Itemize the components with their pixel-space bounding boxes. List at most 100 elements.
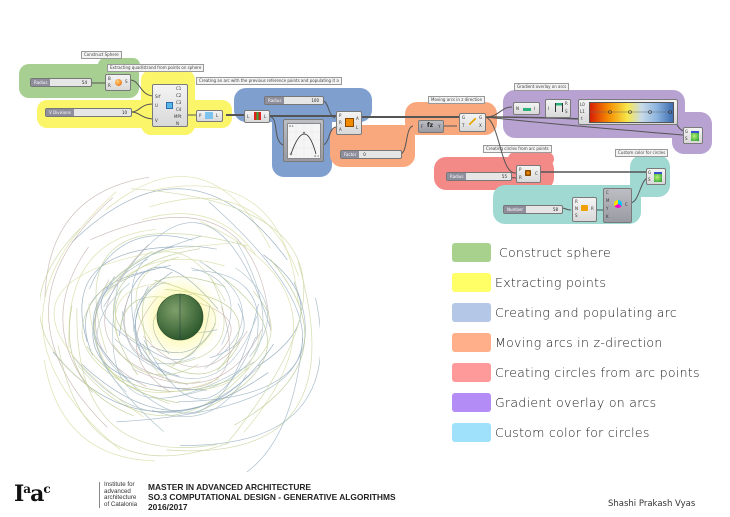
port-C3: C3 [176,100,182,105]
arc-curve [112,282,256,399]
port-C: C [606,190,609,195]
radius-slider-arc[interactable]: Radius 100 [264,96,324,105]
arc-curve [122,311,196,365]
graph-top-label: 0.1 [289,124,294,128]
arc-curve [76,308,217,448]
callout-creating-circles: Creating circles from arc points [483,145,552,153]
arc-curve [112,248,201,376]
institute-name: Institute for advanced architecture of C… [99,481,138,509]
circle-node[interactable]: P R C [516,165,541,183]
legend-swatch [452,333,491,352]
port-G: G [685,129,689,134]
callout-creating-arc: Creating an arc with the previous refere… [196,77,342,85]
list-length-node[interactable]: L L [244,110,270,123]
port-G: G [462,115,466,120]
colour-cmyk-node[interactable]: C M Y K C [603,188,632,223]
arc-node[interactable]: P R A A L [336,111,362,135]
arc-curve [113,344,199,376]
callout-moving-arcs: Moving arcs in z direction [428,96,486,104]
multiply-node[interactable]: F fz Y [418,120,444,133]
legend-label: Creating circles from arc points [495,365,700,380]
port-U: U [155,103,158,108]
arc-curve [194,332,261,391]
slider-value: 54 [81,80,87,85]
callout-construct-sphere: Construct Sphere [81,51,122,59]
graph-bottom-label: 0.1 [314,154,319,158]
legend-item-creating-arc: Creating and populating arc [452,303,677,322]
port-N: N [575,206,578,211]
arc-curve [104,258,225,298]
number-slider[interactable]: Number 58 [503,205,563,214]
arc-curve [81,251,170,405]
slider-value: 10 [121,110,127,115]
arc-curve [235,267,268,357]
port-Y: Y [606,206,609,211]
bounds-node[interactable]: N I [513,102,540,115]
slider-label: Factor [341,151,360,158]
bounds-icon [523,108,531,111]
institute-line: of Catalonia [104,500,138,508]
factor-slider[interactable]: Factor 0 [340,150,402,159]
legend-label: Moving arcs in z-direction [495,335,663,350]
author-name: Shashi Prakash Vyas [608,499,696,509]
rhino-render [39,172,322,491]
arc-curve [149,197,299,277]
port-I: I [548,106,550,111]
gradient-grips[interactable] [589,102,673,122]
graph-area[interactable]: 0.1 0.1 [287,123,321,159]
gradient-node[interactable]: L0 L1 t [578,99,678,125]
legend-label: Custom color for circles [495,425,650,440]
flatten-icon [205,112,213,119]
legend-item-custom-color: Custom color for circles [452,423,650,442]
flatten-node[interactable]: P L [196,110,223,122]
port-L-out: L [264,114,267,119]
sphere-node[interactable]: B R S [105,74,131,91]
arc-curve [81,246,174,342]
legend-label: Gradient overlay on arcs [495,395,657,410]
divide-surface-node[interactable]: Srf U V C1 C2 C3 C4 MPt N [152,84,188,127]
arc-curve [199,260,243,369]
radius-slider-circle[interactable]: Radius 55 [446,172,512,181]
range-node[interactable]: I R S [545,99,571,118]
arc-curve [141,213,256,256]
arc-curve [168,241,264,399]
arc-curve [90,217,271,331]
arc-curve [73,357,261,413]
radius-slider-sphere[interactable]: Radius 54 [30,78,92,87]
legend-swatch [452,273,491,292]
port-C: C [535,171,538,176]
parabola-graph-icon [288,124,320,158]
arc-curve [129,336,304,491]
port-N: N [176,121,179,126]
port-L: L [216,113,219,118]
slider-label: Number [504,206,527,213]
move-node[interactable]: G T G X [459,113,486,132]
legend-swatch [452,243,491,262]
arc-curve [151,374,247,417]
port-V: V [155,118,158,123]
program-title: MASTER IN ADVANCED ARCHITECTURE [148,482,311,492]
slider-label: Radius [447,173,467,180]
slider-value: 100 [311,98,319,103]
graph-mapper-node[interactable]: 0.1 0.1 [283,119,324,162]
port-M: M [606,198,610,203]
legend-item-moving-arcs: Moving arcs in z-direction [452,333,663,352]
institute-line: architecture [104,494,137,502]
sphere-icon [115,79,122,86]
legend-item-creating-circles: Creating circles from arc points [452,363,700,382]
v-divisions-slider[interactable]: V Divisions 10 [45,108,132,117]
slider-value: 0 [363,152,366,157]
port-S: S [685,136,688,141]
preview-arcs-node[interactable]: G S [683,127,703,144]
arc-curve [108,251,226,302]
port-G-out: G [479,115,483,120]
preview-circles-node[interactable]: G S [646,168,666,185]
list-length-icon [254,112,261,120]
port-K: K [606,214,609,219]
arc-curve [178,281,306,403]
port-I: I [534,106,536,111]
arc-curve [142,343,201,384]
range-icon [555,103,563,112]
random-node[interactable]: R N S R [572,197,597,222]
port-C1: C1 [176,86,182,91]
